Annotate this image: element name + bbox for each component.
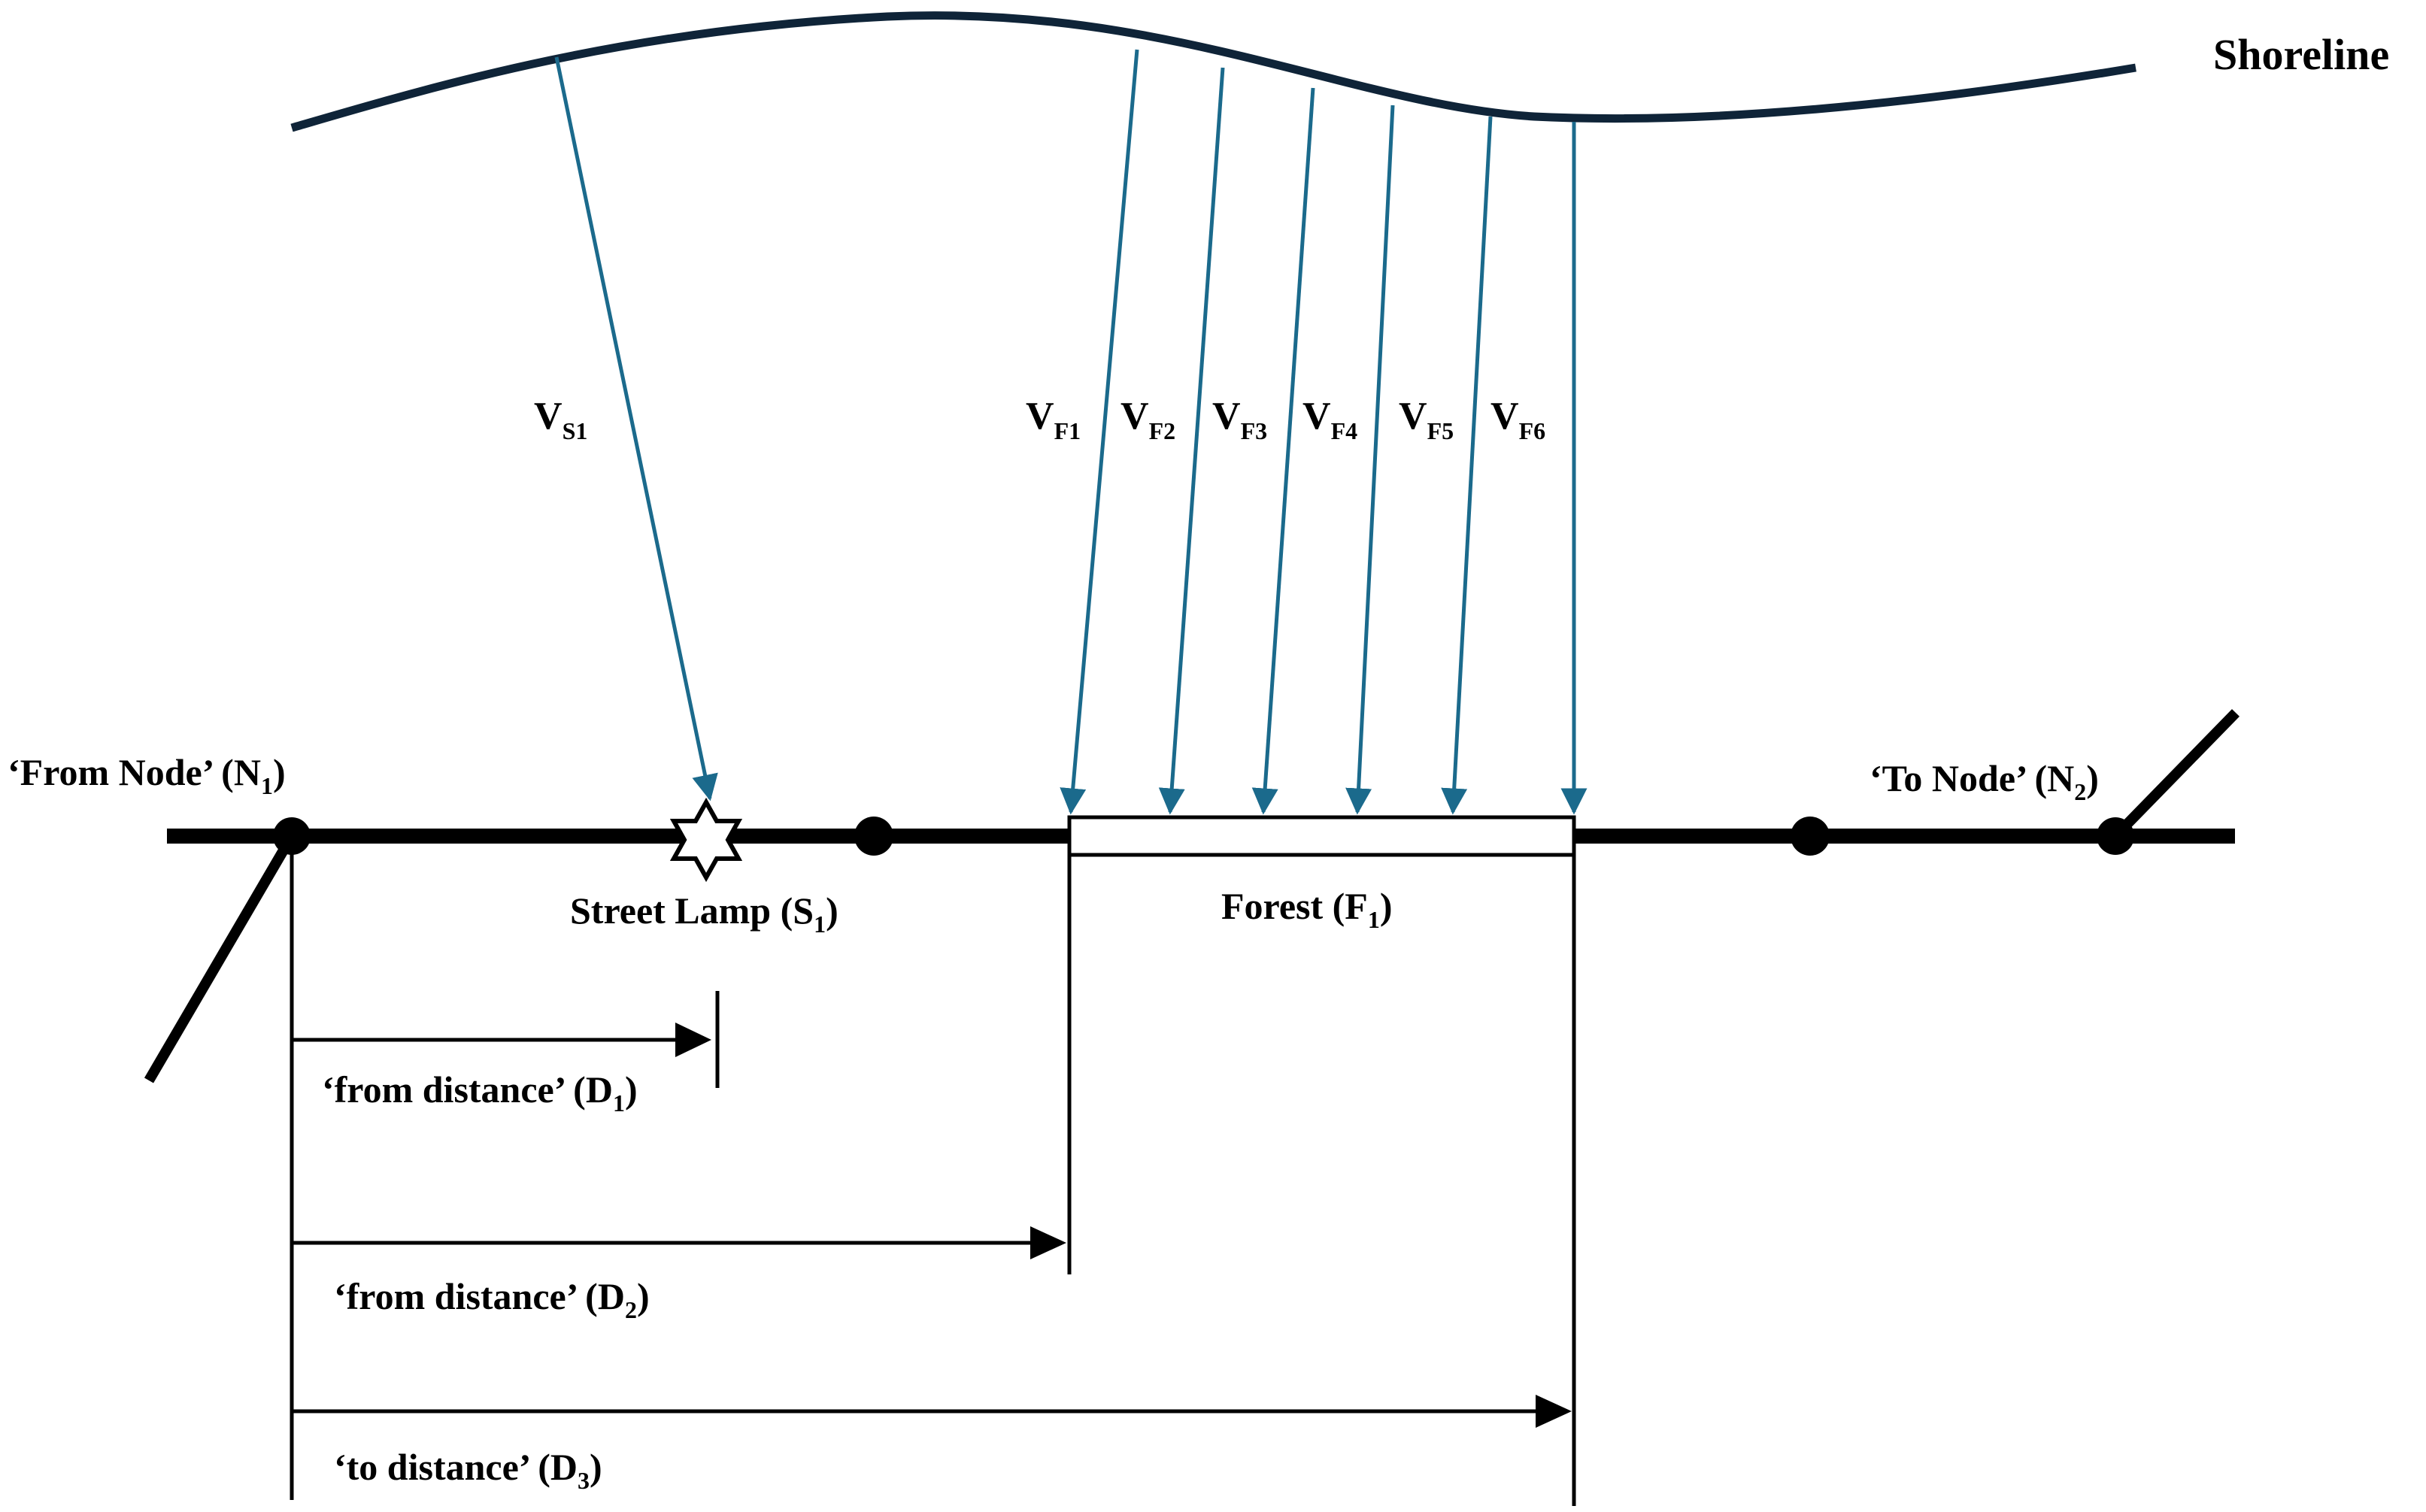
road-branch-right — [2111, 709, 2240, 840]
street-lamp-label: Street Lamp (S1) — [570, 889, 838, 938]
shoreline-curve — [290, 11, 2136, 132]
to-distance-d3-label: ‘to distance’ (D3) — [334, 1446, 602, 1494]
road-branch-left — [144, 833, 297, 1083]
vector-label-f5: VF5 — [1399, 395, 1454, 444]
star-outline-icon — [669, 797, 743, 883]
node-intermediate-2 — [1791, 817, 1830, 856]
vector-f3-arrow — [1251, 87, 1315, 815]
from-distance-d2-label: ‘from distance’ (D2) — [334, 1275, 650, 1323]
vector-f5-arrow — [1441, 116, 1493, 815]
vector-f2-arrow — [1158, 67, 1225, 815]
vector-f4-arrow — [1345, 105, 1395, 815]
dimension-d1-arrowhead — [675, 1023, 711, 1057]
node-n2 — [2097, 817, 2134, 855]
vector-label-s1: VS1 — [534, 395, 587, 444]
dimension-d3-arrowhead — [1536, 1395, 1572, 1428]
vector-label-f1: VF1 — [1026, 395, 1081, 444]
vector-label-f6: VF6 — [1490, 395, 1545, 444]
vector-f1-arrow — [1060, 49, 1139, 815]
forest-segment — [1067, 815, 1576, 857]
dimension-d2-arrowhead — [1030, 1226, 1066, 1259]
from-distance-d1-label: ‘from distance’ (D1) — [322, 1068, 638, 1117]
forest-label: Forest (F1) — [1221, 885, 1392, 933]
shoreline-label: Shoreline — [2213, 30, 2389, 79]
from-node-label: ‘From Node’ (N1) — [8, 751, 286, 799]
vector-s1-arrow — [554, 56, 718, 801]
to-node-label: ‘To Node’ (N2) — [1870, 757, 2099, 805]
vector-label-f3: VF3 — [1212, 395, 1267, 444]
vector-label-f4: VF4 — [1302, 395, 1357, 444]
node-intermediate-1 — [854, 817, 893, 856]
vector-label-f2: VF2 — [1121, 395, 1175, 444]
